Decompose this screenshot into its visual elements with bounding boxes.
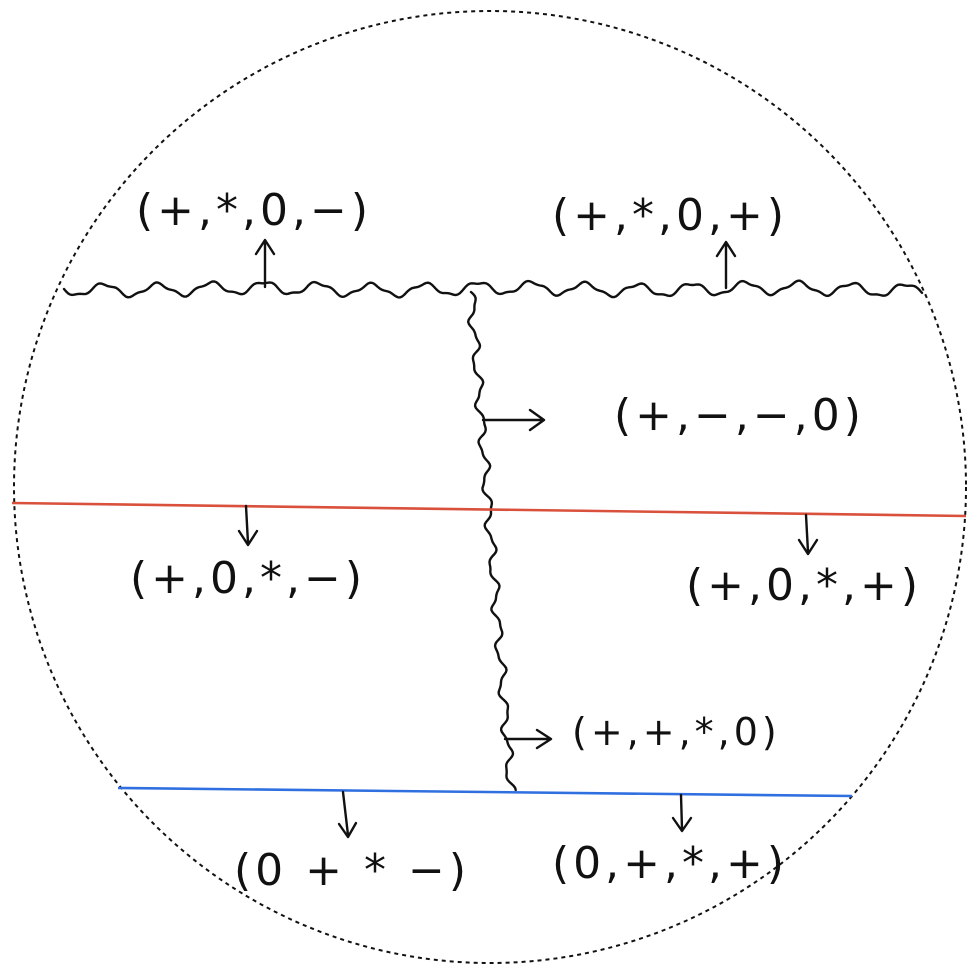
label-mid-right-lower: (+,+,*,0) [572, 710, 781, 754]
arrow-down-blue-left [337, 790, 358, 839]
arrow-down-red-right [797, 513, 819, 556]
arrow-down-red-left [237, 504, 259, 547]
wavy-horizontal-line [62, 279, 924, 299]
label-top-left: (+,*,0,−) [136, 185, 372, 236]
label-bottom-left: (0 + * −) [234, 845, 470, 896]
wavy-vertical-line [467, 290, 517, 792]
boundary-circle [13, 10, 967, 964]
label-red-left: (+,0,*,−) [130, 553, 366, 604]
label-red-right: (+,0,*,+) [686, 560, 922, 611]
label-mid-right-upper: (+,−,−,0) [614, 390, 865, 441]
arrow-down-blue-right [671, 793, 693, 833]
label-top-right: (+,*,0,+) [552, 190, 788, 241]
arrow-right-upper [481, 408, 546, 432]
arrow-up-right [715, 240, 737, 290]
blue-line [117, 786, 853, 798]
red-line [11, 501, 967, 518]
arrow-up-left [254, 238, 276, 289]
arrow-right-lower [503, 728, 553, 750]
label-bottom-right: (0,+,*,+) [552, 838, 788, 889]
